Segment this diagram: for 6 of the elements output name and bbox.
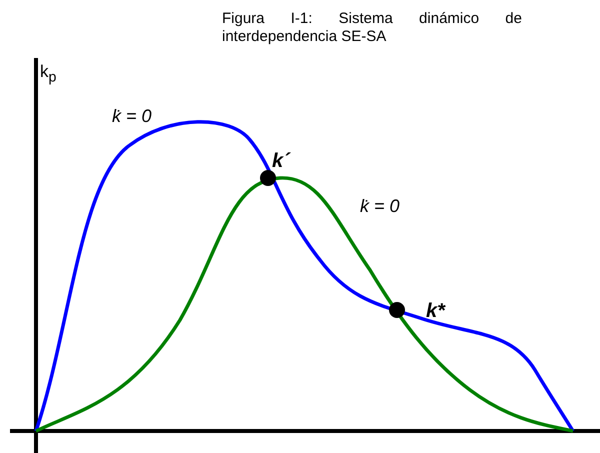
axis-label: k$_{p}$ [40,62,56,86]
curve-label: k̇ = 0 [112,106,152,127]
point-label: k* [426,300,445,323]
point-label: k´ [272,150,290,173]
figure-title: Figura I-1: Sistema dinámico de interdependencia SE-SA [222,10,522,46]
curve-label: k̇ = 0 [360,196,400,217]
